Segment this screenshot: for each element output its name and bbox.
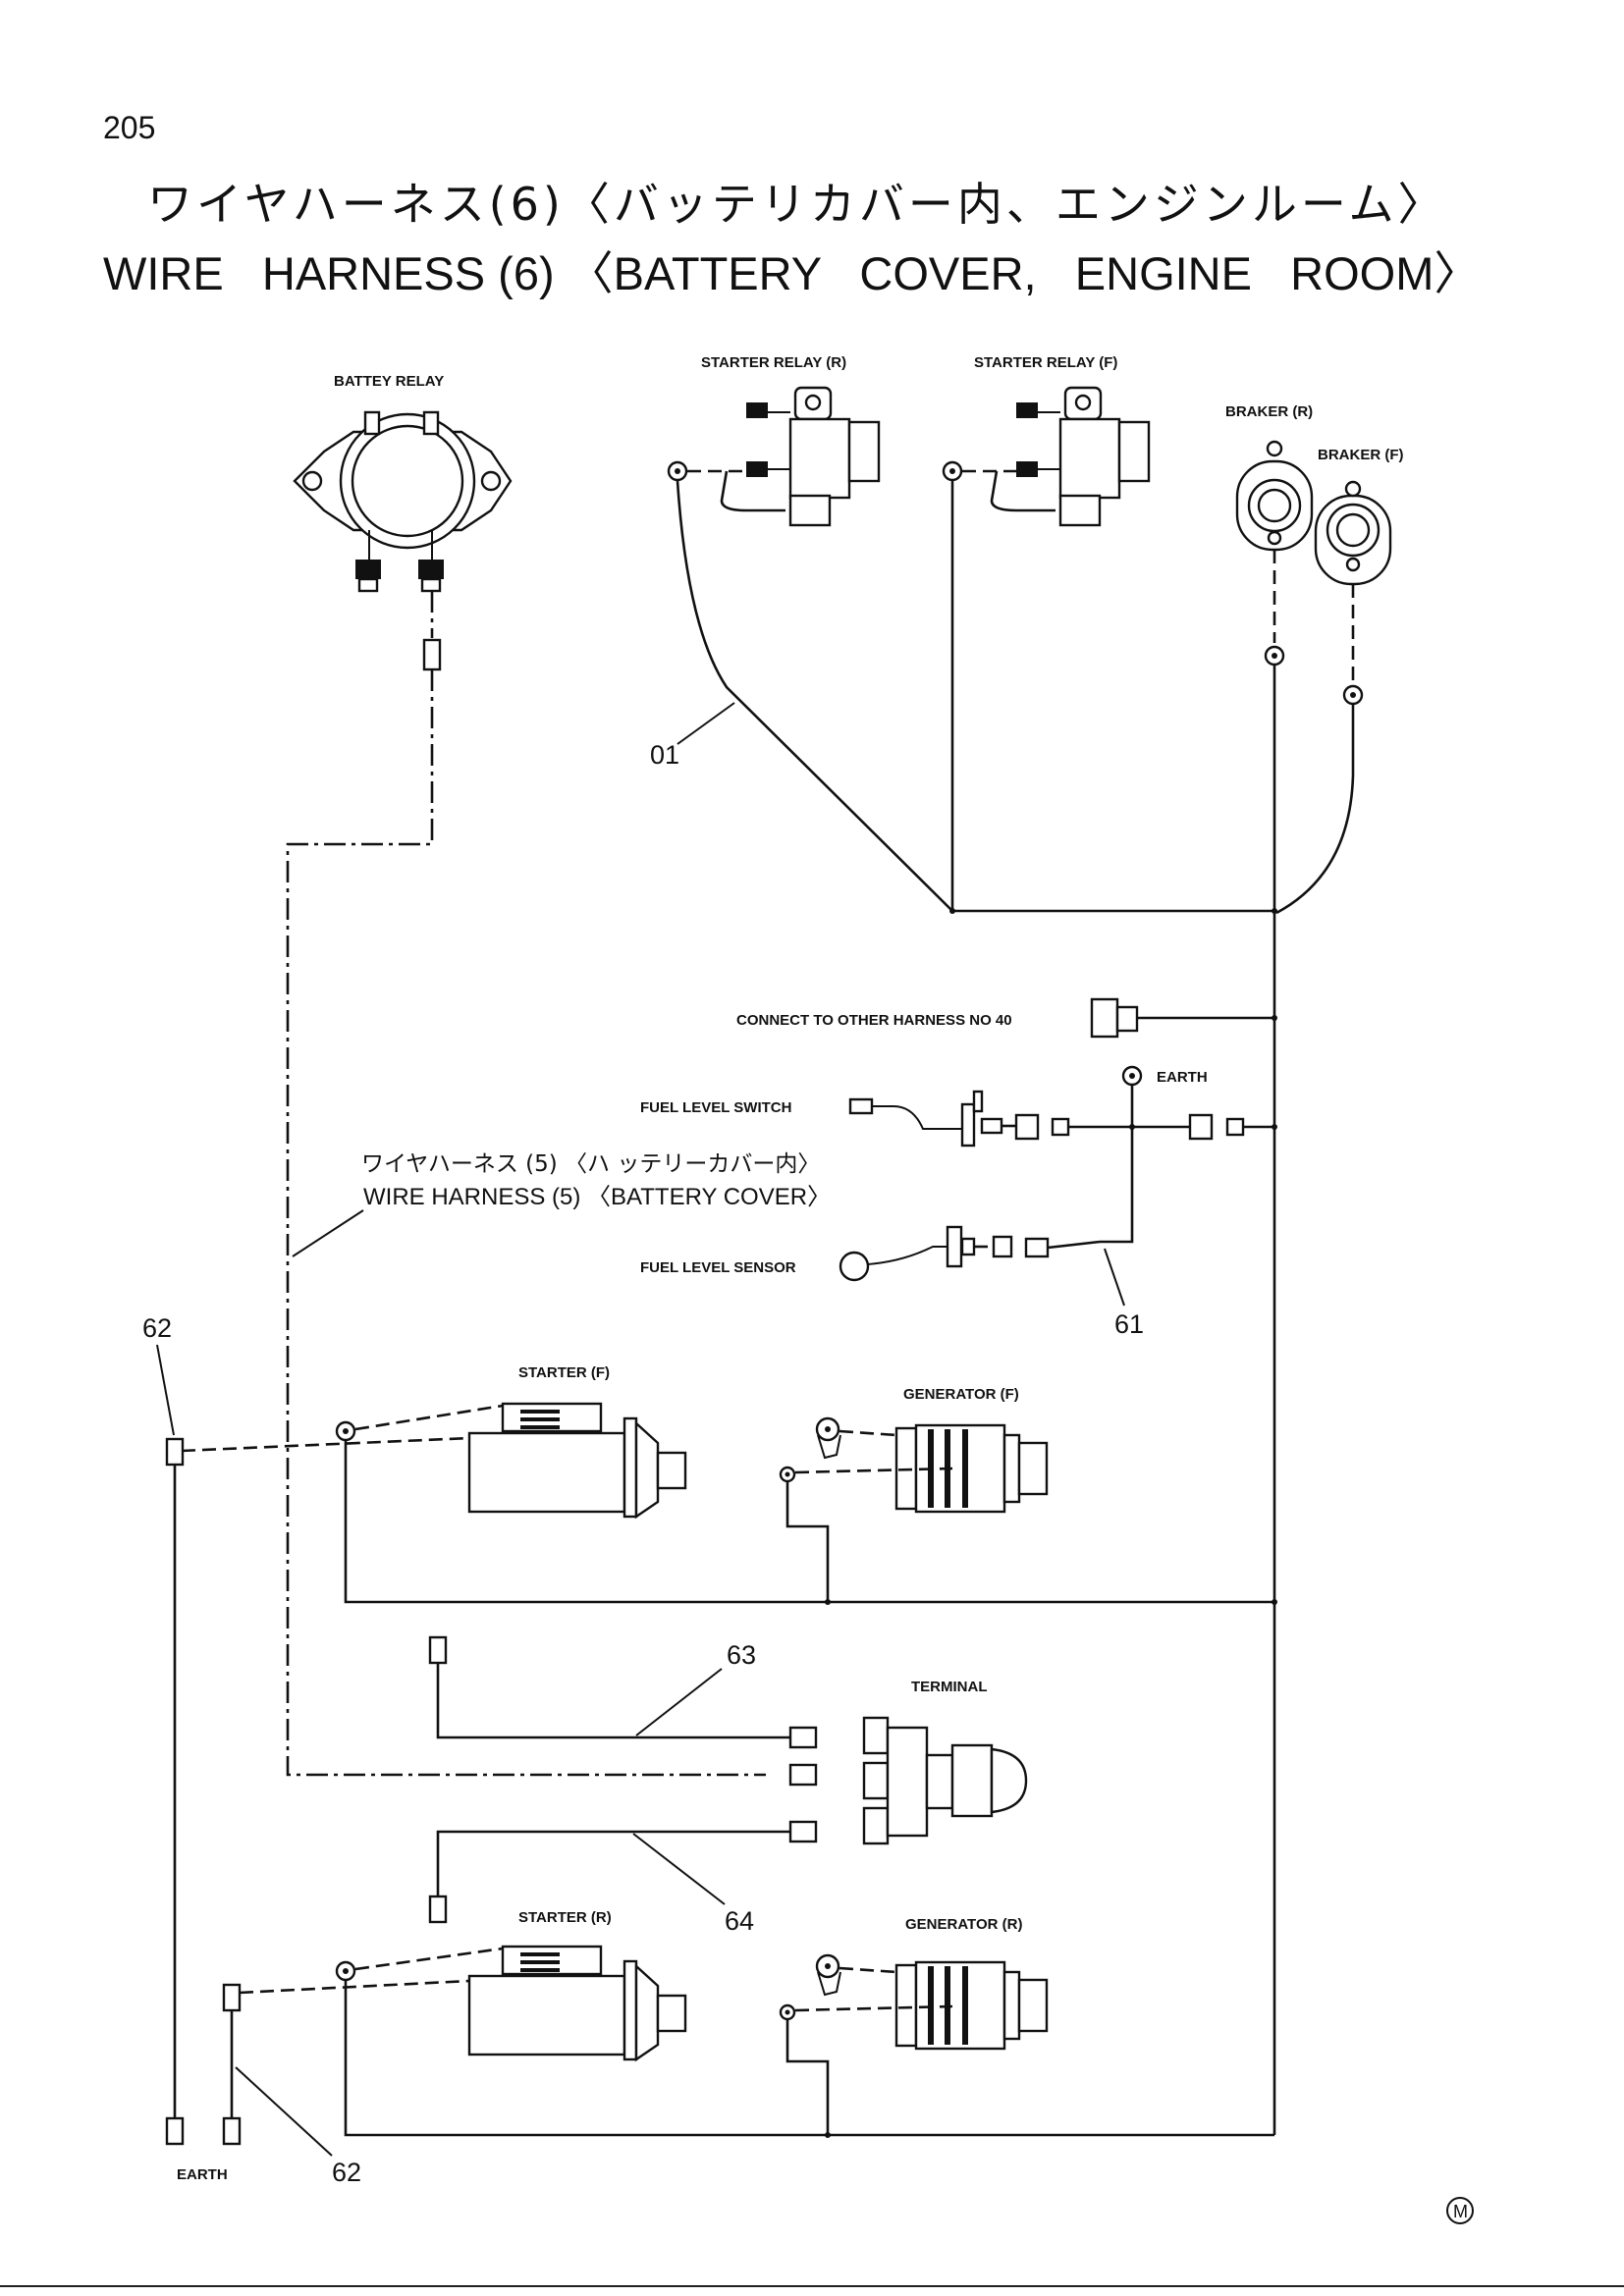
starter-relay-r-part xyxy=(720,386,881,527)
battery-relay-label: BATTEY RELAY xyxy=(334,373,444,390)
harness-side-connector xyxy=(1188,1113,1214,1141)
braker-f-part xyxy=(1314,480,1392,586)
terminal-lug-63 xyxy=(428,1635,448,1665)
bottom-rule xyxy=(0,2285,1624,2287)
page-title-english: WIRE HARNESS (6) 〈BATTERY COVER, ENGINE … xyxy=(103,247,1481,299)
fuel-level-switch-part xyxy=(848,1090,1003,1148)
braker-r-label: BRAKER (R) xyxy=(1225,403,1313,420)
harness-connector-no40 xyxy=(1090,997,1139,1039)
ref-62-bottom: 62 xyxy=(332,2158,361,2187)
earth-lug-62-bottom xyxy=(222,1983,242,2012)
terminal-lug-64 xyxy=(428,1895,448,1924)
fuel-level-sensor-part xyxy=(839,1225,976,1282)
earth-top-label: EARTH xyxy=(1157,1069,1208,1086)
generator-r-label: GENERATOR (R) xyxy=(905,1916,1022,1933)
terminal-lead-64 xyxy=(788,1820,818,1843)
starter-relay-r-label: STARTER RELAY (R) xyxy=(701,354,846,371)
earth-bottom-label: EARTH xyxy=(177,2166,228,2183)
braker-f-label: BRAKER (F) xyxy=(1318,447,1404,463)
fuel-switch-connector xyxy=(1014,1113,1040,1141)
earth-lug-62-top xyxy=(165,1437,185,1467)
harness5-label-japanese: ワイヤハーネス (5) 〈ハ ッテリーカバー内〉 xyxy=(361,1151,820,1177)
page-number: 205 xyxy=(103,110,156,145)
terminal-label: TERMINAL xyxy=(911,1679,988,1695)
braker-r-part xyxy=(1235,440,1314,552)
maker-mark: M xyxy=(1453,2202,1468,2221)
starter-relay-f-part xyxy=(990,386,1151,527)
ref-01: 01 xyxy=(650,740,679,770)
starter-relay-f-label: STARTER RELAY (F) xyxy=(974,354,1117,371)
terminal-part xyxy=(862,1716,1028,1845)
generator-r-part xyxy=(815,1953,1049,2051)
fuel-level-sensor-label: FUEL LEVEL SENSOR xyxy=(640,1259,796,1276)
earth-lug-62-top-end xyxy=(165,2116,185,2146)
ref-63: 63 xyxy=(727,1640,756,1670)
maker-mark-circle xyxy=(1446,2197,1474,2224)
terminal-lead-63 xyxy=(788,1726,818,1749)
fuel-level-switch-label: FUEL LEVEL SWITCH xyxy=(640,1099,791,1116)
starter-r-part xyxy=(467,1945,687,2062)
generator-f-part xyxy=(815,1416,1049,1514)
generator-f-label: GENERATOR (F) xyxy=(903,1386,1019,1403)
ref-61: 61 xyxy=(1114,1309,1144,1339)
ref-62-top: 62 xyxy=(142,1313,172,1343)
connect-other-harness-label: CONNECT TO OTHER HARNESS NO 40 xyxy=(736,1012,1012,1029)
battery-relay-terminal xyxy=(422,638,442,671)
page-title-japanese: ワイヤハーネス(6)〈バッテリカバー内、エンジンルーム〉 xyxy=(147,178,1447,231)
battery-relay-part xyxy=(293,410,513,593)
ref-64: 64 xyxy=(725,1906,754,1936)
starter-r-label: STARTER (R) xyxy=(518,1909,612,1926)
harness5-label-english: WIRE HARNESS (5) 〈BATTERY COVER〉 xyxy=(363,1184,831,1210)
starter-f-label: STARTER (F) xyxy=(518,1364,610,1381)
earth-lug-62-bottom-end xyxy=(222,2116,242,2146)
terminal-lead-harness5 xyxy=(788,1763,818,1787)
starter-f-part xyxy=(467,1402,687,1520)
